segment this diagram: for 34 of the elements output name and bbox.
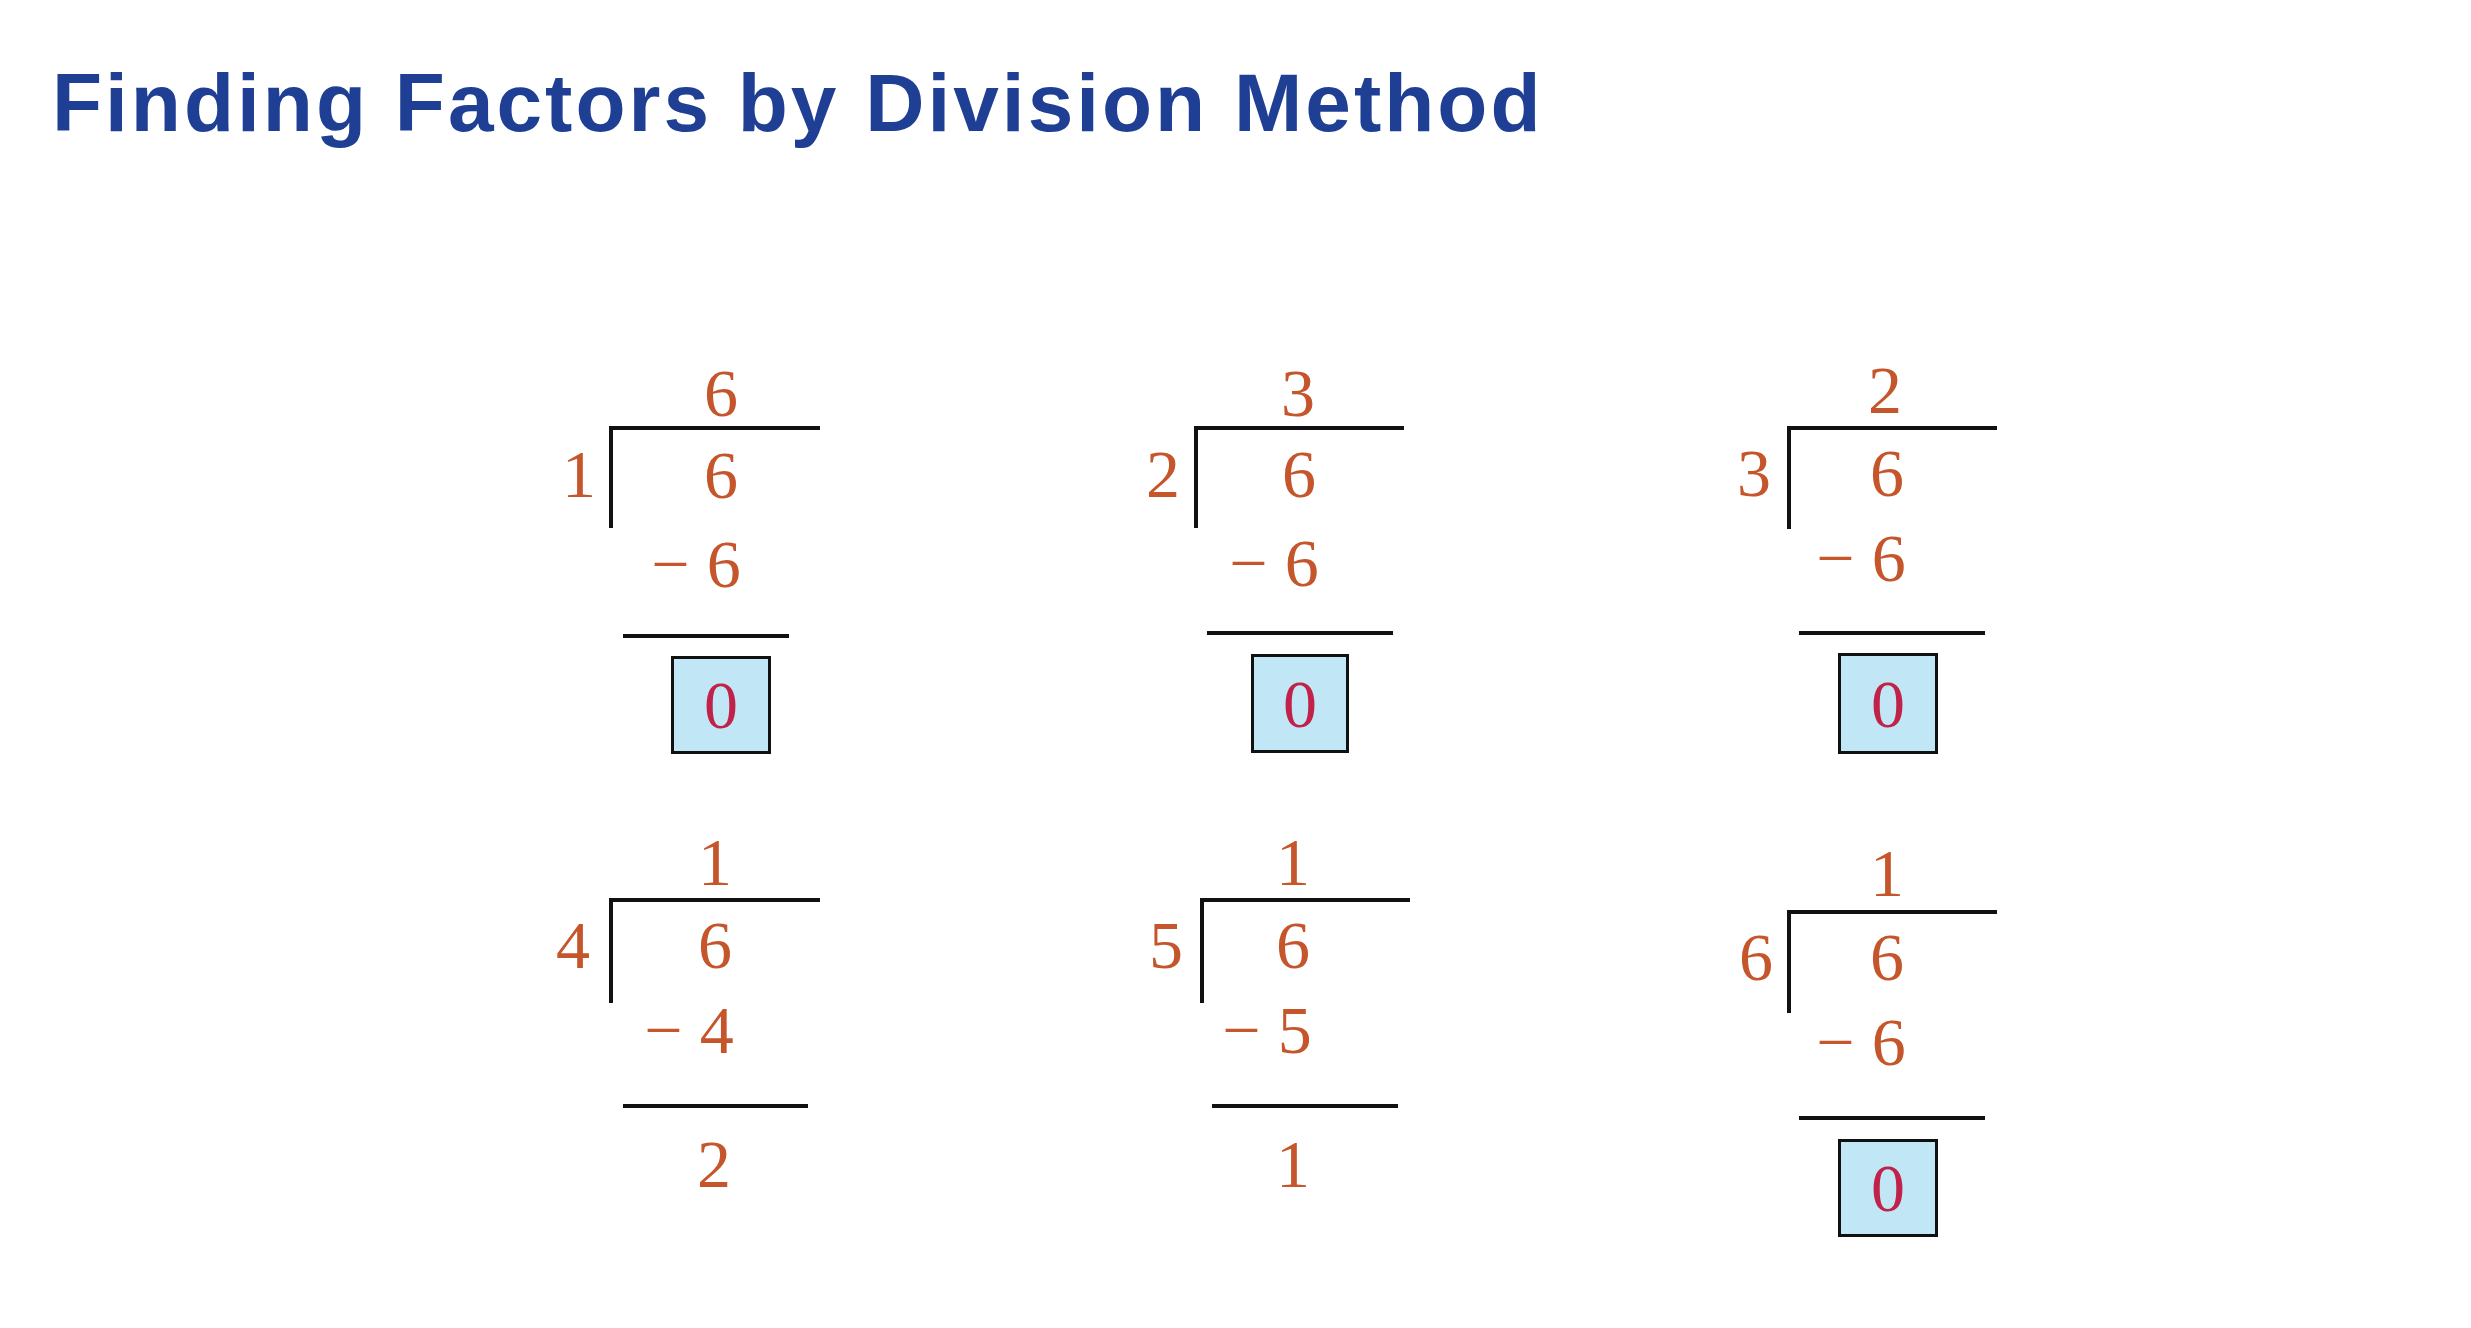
- division-number: 6: [704, 359, 738, 427]
- division-number: 2: [1146, 440, 1180, 508]
- division-number: − 6: [1229, 529, 1319, 597]
- division-number: 6: [704, 441, 738, 509]
- remainder-value: 0: [1283, 669, 1317, 738]
- division-number: 6: [1739, 923, 1773, 991]
- remainder-value: 0: [1871, 1154, 1905, 1222]
- division-number: 3: [1281, 359, 1315, 427]
- division-number: 3: [1737, 439, 1771, 507]
- division-number: 5: [1149, 911, 1183, 979]
- division-number: 1: [698, 828, 732, 896]
- remainder-value: 0: [704, 671, 738, 739]
- division-number: 6: [1276, 911, 1310, 979]
- remainder-box: [1838, 1139, 1938, 1237]
- division-number: − 5: [1222, 996, 1312, 1064]
- division-number: 1: [1276, 1130, 1310, 1198]
- division-number: 2: [1868, 356, 1902, 424]
- division-number: − 6: [1816, 1008, 1906, 1076]
- remainder-box: [671, 656, 771, 754]
- remainder-box: [1838, 653, 1938, 754]
- division-number: 4: [556, 911, 590, 979]
- division-number: 1: [562, 440, 596, 508]
- division-number: − 4: [644, 996, 734, 1064]
- division-number: − 6: [651, 530, 741, 598]
- division-number: 6: [698, 911, 732, 979]
- division-number: 1: [1276, 828, 1310, 896]
- division-number: 6: [1282, 440, 1316, 508]
- division-number: 6: [1870, 923, 1904, 991]
- remainder-box: [1251, 654, 1349, 753]
- division-number: 2: [697, 1130, 731, 1198]
- remainder-value: 0: [1871, 669, 1905, 738]
- division-number: 1: [1870, 839, 1904, 907]
- division-number: 6: [1870, 439, 1904, 507]
- division-number: − 6: [1816, 524, 1906, 592]
